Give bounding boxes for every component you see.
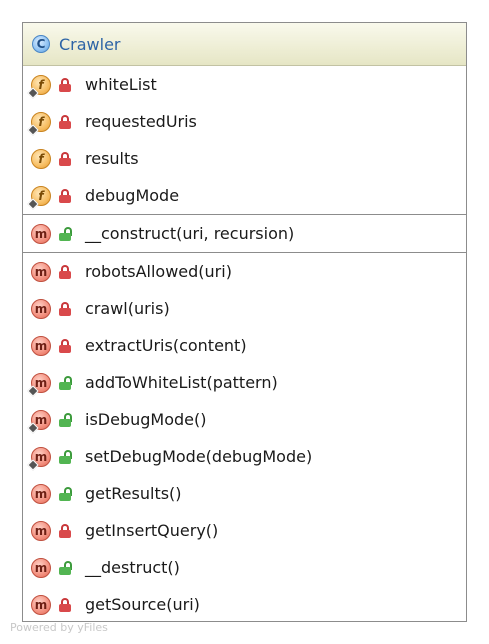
- method-row[interactable]: m isDebugMode(): [23, 401, 466, 438]
- locked-padlock-icon: [59, 597, 71, 612]
- method-row[interactable]: m robotsAllowed(uri): [23, 253, 466, 290]
- method-row[interactable]: m extractUris(content): [23, 327, 466, 364]
- method-label: getResults(): [85, 484, 182, 503]
- field-row[interactable]: f debugMode: [23, 177, 466, 214]
- method-label: getSource(uri): [85, 595, 200, 614]
- field-label: whiteList: [85, 75, 157, 94]
- method-icon: m: [31, 520, 51, 541]
- locked-padlock-icon: [59, 523, 71, 538]
- locked-padlock-icon: [59, 151, 71, 166]
- method-label: setDebugMode(debugMode): [85, 447, 313, 466]
- method-row[interactable]: m getSource(uri): [23, 586, 466, 623]
- locked-padlock-icon: [59, 264, 71, 279]
- watermark: Powered by yFiles: [10, 621, 108, 634]
- method-label: __destruct(): [85, 558, 180, 577]
- method-label: crawl(uris): [85, 299, 170, 318]
- section-divider: [23, 252, 466, 253]
- class-icon: C: [32, 35, 50, 53]
- method-icon: m: [31, 594, 51, 615]
- section-divider: [23, 214, 466, 215]
- class-header[interactable]: C Crawler: [23, 23, 466, 66]
- method-label: robotsAllowed(uri): [85, 262, 232, 281]
- method-label: extractUris(content): [85, 336, 247, 355]
- field-row[interactable]: f results: [23, 140, 466, 177]
- method-icon: m: [31, 223, 51, 244]
- method-icon: m: [31, 483, 51, 504]
- field-row[interactable]: f whiteList: [23, 66, 466, 103]
- class-name: Crawler: [59, 34, 121, 54]
- field-row[interactable]: f requestedUris: [23, 103, 466, 140]
- method-icon: m: [31, 557, 51, 578]
- locked-padlock-icon: [59, 338, 71, 353]
- locked-padlock-icon: [59, 301, 71, 316]
- unlocked-padlock-icon: [59, 412, 72, 427]
- locked-padlock-icon: [59, 188, 71, 203]
- method-row[interactable]: m addToWhiteList(pattern): [23, 364, 466, 401]
- field-icon: f: [27, 111, 51, 136]
- method-row[interactable]: m getInsertQuery(): [23, 512, 466, 549]
- method-icon: m: [27, 446, 51, 471]
- constructors-section: m __construct(uri, recursion): [23, 215, 466, 252]
- field-icon: f: [31, 148, 51, 169]
- methods-section: m robotsAllowed(uri) m crawl(uris) m extractU…: [23, 253, 466, 623]
- method-row[interactable]: m __destruct(): [23, 549, 466, 586]
- unlocked-padlock-icon: [59, 486, 72, 501]
- uml-class-box[interactable]: C Crawler f whiteList f requestedUris f resul…: [22, 22, 467, 622]
- locked-padlock-icon: [59, 114, 71, 129]
- constructor-label: __construct(uri, recursion): [85, 224, 295, 243]
- unlocked-padlock-icon: [59, 560, 72, 575]
- method-icon: m: [31, 335, 51, 356]
- fields-section: f whiteList f requestedUris f results f debugMo…: [23, 66, 466, 214]
- field-icon: f: [27, 74, 51, 99]
- method-label: getInsertQuery(): [85, 521, 219, 540]
- method-label: isDebugMode(): [85, 410, 207, 429]
- method-row[interactable]: m setDebugMode(debugMode): [23, 438, 466, 475]
- method-icon: m: [31, 298, 51, 319]
- method-icon: m: [27, 372, 51, 397]
- method-icon: m: [27, 409, 51, 434]
- constructor-row[interactable]: m __construct(uri, recursion): [23, 215, 466, 252]
- unlocked-padlock-icon: [59, 226, 72, 241]
- field-label: requestedUris: [85, 112, 197, 131]
- field-label: debugMode: [85, 186, 180, 205]
- method-label: addToWhiteList(pattern): [85, 373, 278, 392]
- method-row[interactable]: m crawl(uris): [23, 290, 466, 327]
- method-icon: m: [31, 261, 51, 282]
- field-icon: f: [27, 185, 51, 210]
- locked-padlock-icon: [59, 77, 71, 92]
- unlocked-padlock-icon: [59, 375, 72, 390]
- unlocked-padlock-icon: [59, 449, 72, 464]
- field-label: results: [85, 149, 139, 168]
- method-row[interactable]: m getResults(): [23, 475, 466, 512]
